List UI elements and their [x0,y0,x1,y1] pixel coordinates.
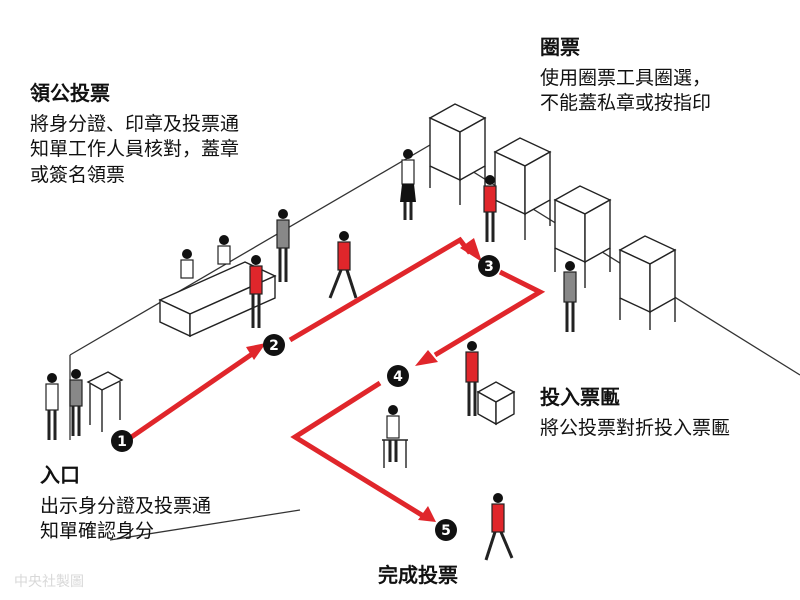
step-badge-1: 1 [111,430,133,452]
step-1-desc-line-1: 出示身分證及投票通 [40,495,212,518]
step-4-desc-line-1: 將公投票對折投入票匭 [540,417,731,440]
voting-booth-2 [493,137,552,240]
step-1-label: 入口 出示身分證及投票通 知單確認身分 [40,462,211,545]
step-3-label: 圈票 使用圈票工具圈選， 不能蓋私章或按指印 [540,34,711,117]
step-4-title: 投入票匭 [540,385,620,409]
voter-in-booth [483,175,497,242]
step-badge-4: 4 [387,365,409,387]
step-number-1: 1 [117,434,127,450]
booth-monitor [563,261,577,332]
desk-staff-3 [276,209,290,282]
step-1-title: 入口 [40,463,80,487]
step-badge-2: 2 [263,334,285,356]
step-number-3: 3 [484,259,494,275]
voting-booth-4 [618,235,677,330]
step-badge-5: 5 [435,519,457,541]
step-number-4: 4 [393,369,403,385]
ballot-box [476,381,516,426]
entrance-staff-1 [45,373,59,440]
voting-booth-3 [553,185,612,288]
step-2-title: 領公投票 [30,81,110,105]
voting-booth-1 [428,103,487,205]
step-1-desc-line-2: 知單確認身分 [40,520,155,543]
step-5-label: 完成投票 [378,562,458,588]
step-2-label: 領公投票 將身分證、印章及投票通 知單工作人員核對，蓋章 或簽名領票 [30,80,239,188]
watermark: 中央社製圖 [14,574,84,590]
step-2-desc-line-2: 知單工作人員核對，蓋章 [30,138,240,161]
voter-at-desk [249,255,263,328]
step-3-title: 圈票 [540,35,580,59]
entrance-table [86,371,124,432]
voter-walking [328,231,358,299]
step-4-label: 投入票匭 將公投票對折投入票匭 [540,384,730,441]
booth-staff [400,149,416,220]
voter-casting [465,341,479,416]
step-3-desc-line-2: 不能蓋私章或按指印 [540,92,712,115]
desk-staff-1 [180,249,194,279]
desk-staff-2 [217,235,231,265]
step-number-2: 2 [269,338,279,354]
step-5-title: 完成投票 [378,563,458,587]
step-2-desc-line-1: 將身分證、印章及投票通 [30,113,240,136]
step-2-desc-line-3: 或簽名領票 [30,163,126,186]
voter-leaving [484,493,514,561]
entrance-staff-2 [69,369,83,436]
step-3-desc-line-1: 使用圈票工具圈選， [540,67,712,90]
step-number-5: 5 [441,523,451,539]
route-arrowheads [246,238,482,522]
step-badge-3: 3 [478,255,500,277]
seated-observer [386,405,400,462]
